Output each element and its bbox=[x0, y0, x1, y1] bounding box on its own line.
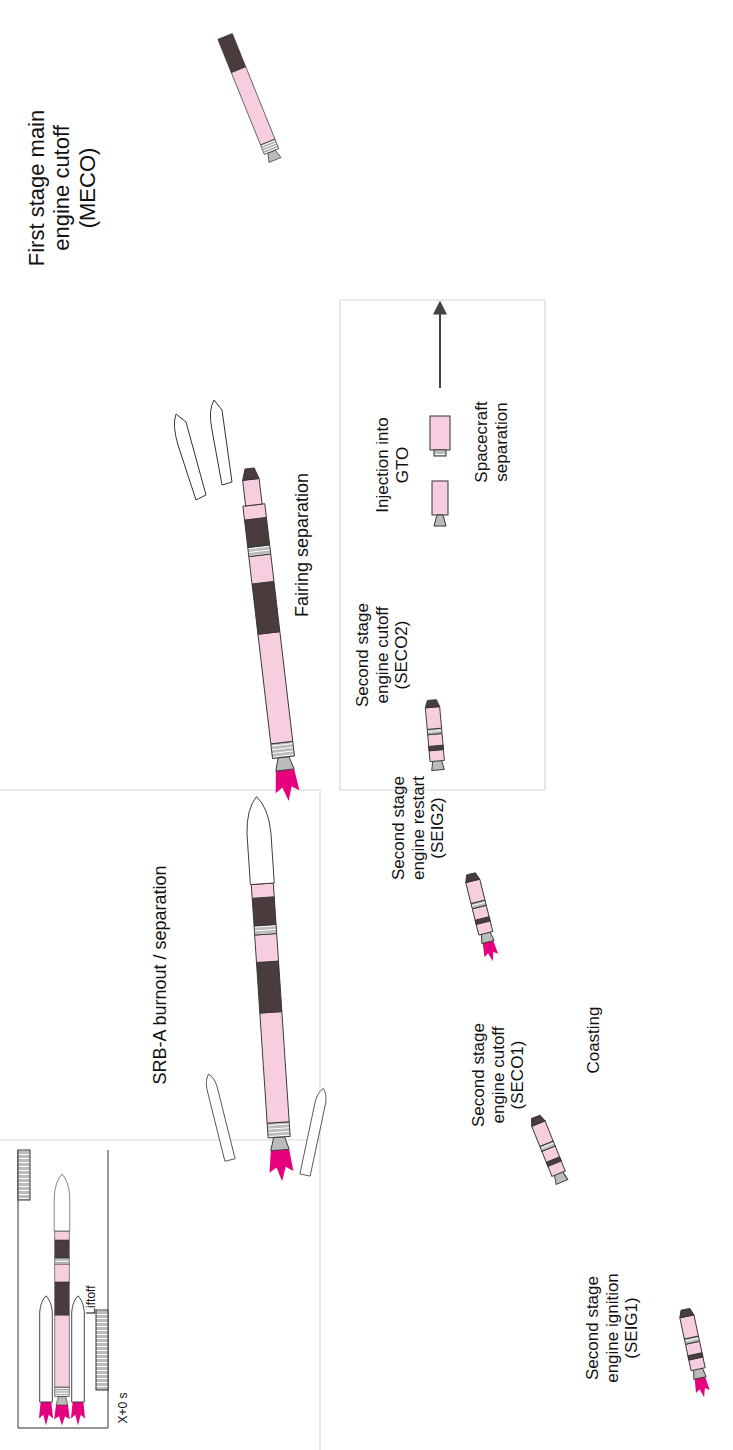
upper-stage-seig2 bbox=[464, 872, 500, 963]
rocket-fairing-separation bbox=[238, 467, 301, 802]
stage-label: Fairing separation bbox=[292, 445, 313, 645]
srb-booster bbox=[71, 1296, 85, 1426]
stage-label: Second stage engine cutoff (SECO2) bbox=[353, 585, 412, 725]
stage-label: Spacecraft separation bbox=[472, 387, 511, 497]
stage-label: Injection into GTO bbox=[373, 403, 412, 528]
upper-stage-seig1 bbox=[678, 1308, 711, 1399]
stage-label: Second stage engine cutoff (SECO1) bbox=[469, 1008, 528, 1143]
stage-label: SRB-A burnout / separation bbox=[150, 825, 171, 1125]
srb-booster bbox=[300, 1087, 329, 1176]
rocket-liftoff bbox=[54, 1174, 70, 1425]
rocket-srb-separation bbox=[245, 796, 294, 1182]
stage-label: Second stage engine restart (SEIG2) bbox=[389, 758, 448, 898]
stage-label: Coasting bbox=[584, 990, 604, 1090]
stage-label: Liftoff bbox=[85, 1270, 99, 1330]
upper-stage-seco1 bbox=[529, 1114, 569, 1184]
panel-frame bbox=[0, 300, 545, 1450]
stage-label: X+0 s bbox=[117, 1378, 131, 1438]
first-stage-meco bbox=[218, 34, 282, 163]
upper-stage-seco2 bbox=[425, 699, 445, 770]
srb-booster bbox=[39, 1296, 53, 1426]
stage-label: First stage main engine cutoff (MECO) bbox=[24, 86, 100, 291]
srb-booster bbox=[203, 1073, 235, 1161]
stage-label: Second stage engine ignition (SEIG1) bbox=[583, 1258, 642, 1398]
launch-tower bbox=[18, 1150, 108, 1428]
spacecraft-separation bbox=[430, 302, 450, 526]
fairing-half bbox=[174, 400, 232, 500]
